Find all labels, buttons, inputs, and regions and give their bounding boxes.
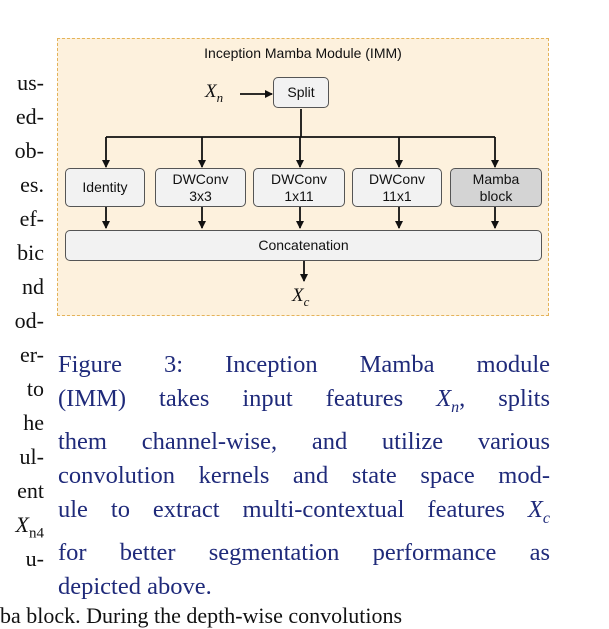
caption-line: convolution kernels and state space mod- [58, 461, 550, 489]
mamba-block: Mamba block [450, 168, 542, 207]
left-fragment: u- [25, 546, 44, 571]
caption-line: Figure 3: Inception Mamba module [58, 351, 550, 378]
dwconv-3x3-block: DWConv 3x3 [155, 168, 246, 207]
dwconv-11x1-block: DWConv 11x1 [352, 168, 442, 207]
caption-line: for better segmentation performance as [58, 538, 550, 566]
left-fragment-math: Xn4 [15, 512, 44, 542]
dwconv-1x11-block: DWConv 1x11 [253, 168, 345, 207]
left-fragment: ef- [19, 206, 44, 231]
split-block: Split [273, 77, 329, 108]
left-fragment: ul- [19, 444, 44, 469]
left-fragment: ob- [14, 138, 44, 163]
left-fragment: ed- [15, 104, 44, 129]
caption-line: ule to extract multi-contextual features… [58, 495, 550, 527]
flow-arrows [102, 90, 499, 282]
left-fragment: er- [20, 342, 44, 367]
left-fragment: us- [17, 70, 44, 95]
left-fragment: to [26, 376, 44, 401]
caption-line: depicted above. [58, 572, 212, 600]
left-fragment: bic [17, 240, 44, 265]
caption-line: them channel-wise, and utilize various [58, 427, 550, 455]
figure-caption: Figure 3: Inception Mamba module (IMM) t… [58, 348, 550, 604]
left-fragment: nd [22, 274, 44, 299]
imm-figure: Inception Mamba Module (IMM) [57, 38, 549, 316]
identity-block: Identity [65, 168, 145, 207]
left-fragment: ent [17, 478, 44, 503]
left-fragment: od- [14, 308, 44, 333]
caption-line: (IMM) takes input features Xn, splits [58, 385, 550, 416]
output-variable: Xc [292, 285, 310, 309]
body-text-bottom: ba block. During the depth-wise convolut… [0, 603, 403, 628]
input-variable: Xn [205, 81, 224, 105]
left-fragment: he [23, 410, 44, 435]
left-fragment: es. [20, 172, 44, 197]
figure-title: Inception Mamba Module (IMM) [204, 45, 402, 61]
concatenation-block: Concatenation [65, 230, 542, 261]
